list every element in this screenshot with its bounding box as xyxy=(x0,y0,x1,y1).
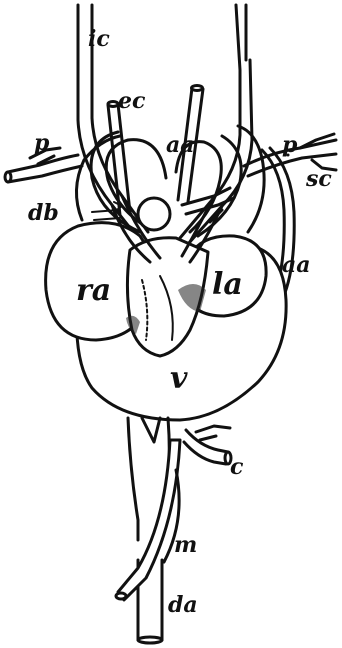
label-aa-right: aa xyxy=(282,252,311,278)
ventral-notch xyxy=(142,418,160,442)
label-c: c xyxy=(230,454,244,480)
internal-carotid-right xyxy=(180,5,252,244)
mesenteric-artery xyxy=(116,440,180,600)
coeliac-artery xyxy=(184,426,231,464)
label-da: da xyxy=(168,592,198,618)
label-ic: ic xyxy=(88,26,110,52)
label-aa-left: aa xyxy=(166,132,195,158)
bulbous-knob xyxy=(138,198,170,230)
label-ra: ra xyxy=(76,273,111,308)
label-v: v xyxy=(170,361,188,396)
label-ec: ec xyxy=(118,88,146,114)
label-p-right: p xyxy=(282,132,298,158)
label-db: db xyxy=(28,200,59,226)
label-sc: sc xyxy=(305,166,332,192)
label-p-left: p xyxy=(34,130,50,156)
label-la: la xyxy=(212,267,243,302)
label-m: m xyxy=(174,532,197,558)
